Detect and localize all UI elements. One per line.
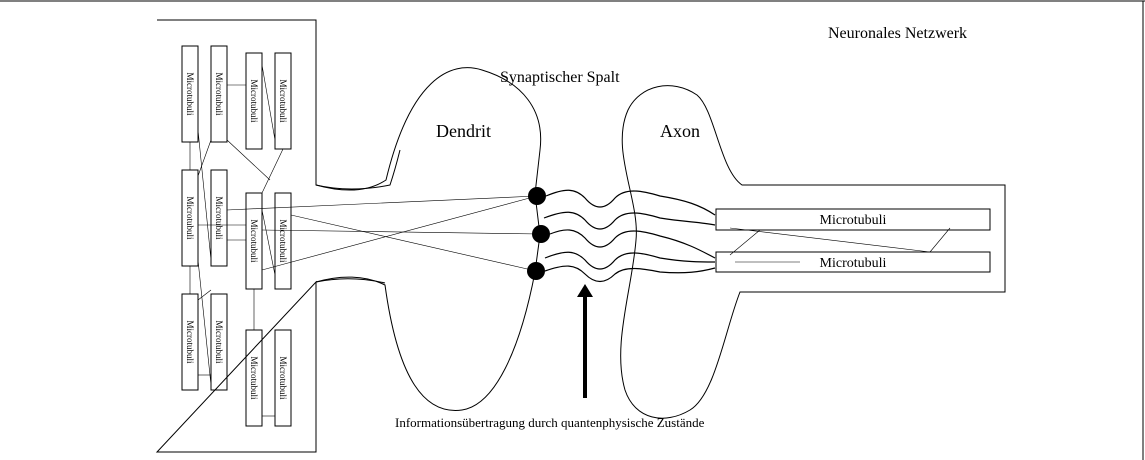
cleft-label: Synaptischer Spalt [500,69,620,86]
tubule-label: Microtubuli [185,197,195,240]
tubule-label: Microtubuli [249,80,259,123]
axon-label: Axon [660,121,700,141]
axon-tubules: Microtubuli Microtubuli [716,209,990,272]
axon-tubule-label: Microtubuli [820,213,887,228]
tubule-label: Microtubuli [185,73,195,116]
axon-tubule-label: Microtubuli [820,256,887,271]
dendrite-label: Dendrit [436,121,491,141]
tubule-connections [190,65,541,416]
tubule-label: Microtubuli [278,357,288,400]
transmission-arrow [577,284,593,398]
transmission-caption: Informationsübertragung durch quantenphy… [395,415,705,430]
tubule-label: Microtubuli [185,321,195,364]
tubule-label: Microtubuli [214,73,224,116]
tubule-label: Microtubuli [214,321,224,364]
tubule-label: Microtubuli [214,197,224,240]
quantum-signal-waves [544,190,715,281]
synaptic-boutons [527,187,550,280]
tubule-label: Microtubuli [278,80,288,123]
tubule-label: Microtubuli [278,220,288,263]
cell-tubules: Microtubuli Microtubuli Microtubuli Micr… [182,46,291,426]
tubule-label: Microtubuli [249,357,259,400]
dendrite-outline [316,68,541,411]
signal-wave [544,212,715,229]
tubule-label: Microtubuli [249,220,259,263]
signal-wave [545,266,715,281]
network-title: Neuronales Netzwerk [828,25,967,42]
